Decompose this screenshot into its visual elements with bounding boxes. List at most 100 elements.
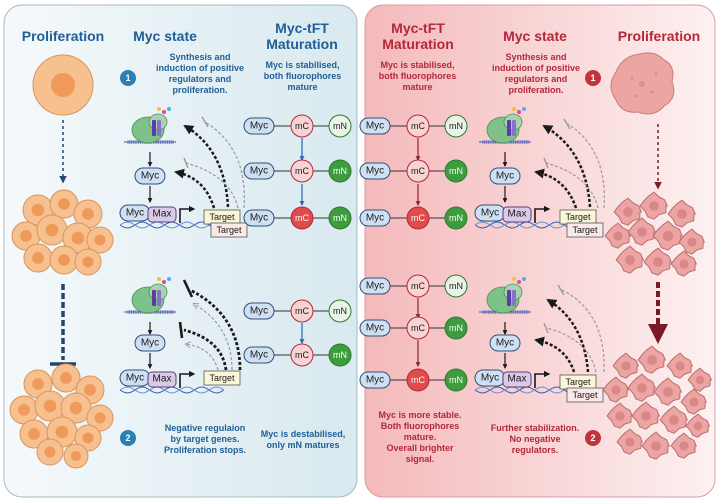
mn-label: mN	[333, 166, 347, 176]
tumor-nucleus	[615, 411, 625, 421]
target-label: Target	[216, 225, 242, 235]
negative-feedback-r1a-bar	[563, 118, 571, 130]
negative-feedback-1b	[185, 162, 239, 209]
myc-pill-r1: Myc	[489, 167, 521, 185]
max-label: Max	[508, 374, 527, 385]
mc-label: mC	[411, 213, 425, 223]
mn-label: mN	[333, 121, 347, 131]
cell-nucleus	[43, 399, 57, 413]
max-label: Max	[153, 209, 172, 220]
tumor-nucleus	[679, 259, 689, 269]
cell-nucleus	[69, 401, 83, 415]
myc-label: Myc	[481, 373, 499, 384]
note-line: mature.	[403, 432, 437, 442]
tft-left-row2: Myc mC mN	[243, 159, 352, 183]
right-maturation-header-line2: Maturation	[382, 36, 454, 52]
myc-pill	[359, 277, 391, 295]
cell-nucleus	[94, 234, 106, 246]
negative-feedback-r2b-bar	[543, 322, 549, 334]
tumor-nucleus	[679, 441, 689, 451]
max-box	[147, 371, 177, 388]
myc-pill	[359, 371, 391, 389]
dna-strand	[474, 386, 580, 394]
tumor-nucleus	[687, 237, 697, 247]
tumor-nucleus	[669, 415, 679, 425]
cell-nucleus	[28, 428, 40, 440]
mneongreen-circle	[328, 343, 352, 367]
dna-strand	[119, 221, 225, 229]
mneongreen-circle	[444, 274, 468, 298]
factor-dot	[517, 110, 521, 114]
factor-bar	[157, 120, 161, 136]
cell-nucleus	[58, 254, 70, 266]
tumor-nucleus	[623, 207, 633, 217]
negative-feedback-2a	[189, 288, 242, 371]
target-label: Target	[565, 212, 591, 222]
right-myc-state-header: Myc state	[503, 28, 567, 44]
max-label: Max	[153, 374, 172, 385]
note-line: only mN matures	[266, 440, 340, 450]
dna-strand	[119, 386, 225, 394]
factor-bar	[152, 120, 156, 136]
note-line: Myc is stabilised,	[265, 60, 340, 70]
max-box	[502, 371, 532, 388]
mneongreen-circle	[444, 114, 468, 138]
myc-pill	[243, 117, 275, 135]
tumor-cluster-right-2	[602, 345, 713, 460]
myc-label: Myc	[126, 208, 144, 219]
tumor-nucleus	[647, 355, 657, 365]
transcription-complex-2	[124, 277, 176, 314]
mcherry-circle	[406, 316, 430, 340]
cell-nucleus	[82, 256, 94, 268]
negative-feedback-r1a	[567, 123, 605, 209]
negative-feedback-r1b-bar	[543, 157, 549, 169]
cell-nucleus	[71, 231, 85, 245]
myc-max-dna-r2: Myc Max	[474, 369, 580, 394]
factor-dot	[517, 280, 521, 284]
myc-pill	[359, 209, 391, 227]
mn-label: mN	[449, 213, 463, 223]
mcherry-circle	[406, 274, 430, 298]
max-box	[502, 206, 532, 223]
tumor-nucleus	[613, 231, 623, 241]
mcherry-circle	[290, 299, 314, 323]
mcherry-circle	[406, 368, 430, 392]
tumor-cluster-right-1	[604, 191, 706, 277]
factor-bar	[507, 120, 511, 136]
myc-label: Myc	[481, 208, 499, 219]
right-maturation-header-line1: Myc-tFT	[391, 20, 445, 36]
mneongreen-circle	[328, 114, 352, 138]
myc-label: Myc	[250, 166, 268, 177]
factor-bar	[152, 290, 156, 306]
myc-label: Myc	[250, 121, 268, 132]
myc-label: Myc	[366, 166, 384, 177]
cell-nucleus	[70, 450, 82, 462]
myc-label: Myc	[496, 338, 514, 349]
tumor-nucleus	[663, 387, 673, 397]
cell-nucleus	[32, 252, 44, 264]
myc-max-dna-1: Myc Max	[119, 204, 225, 229]
myc-label: Myc	[250, 350, 268, 361]
mneongreen-circle	[328, 159, 352, 183]
mn-label: mN	[333, 213, 347, 223]
dna-strand	[474, 221, 580, 229]
myc-label: Myc	[366, 281, 384, 292]
cell-nucleus	[55, 425, 69, 439]
mc-label: mC	[411, 375, 425, 385]
mcherry-circle	[290, 206, 314, 230]
mc-label: mC	[295, 166, 309, 176]
negative-feedback-2b	[183, 328, 228, 371]
mcherry-circle	[290, 159, 314, 183]
myc-pill	[243, 346, 275, 364]
mn-label: mN	[333, 306, 347, 316]
target-label: Target	[572, 225, 598, 235]
myc-label: Myc	[141, 338, 159, 349]
note-line: regulators and	[168, 74, 232, 84]
